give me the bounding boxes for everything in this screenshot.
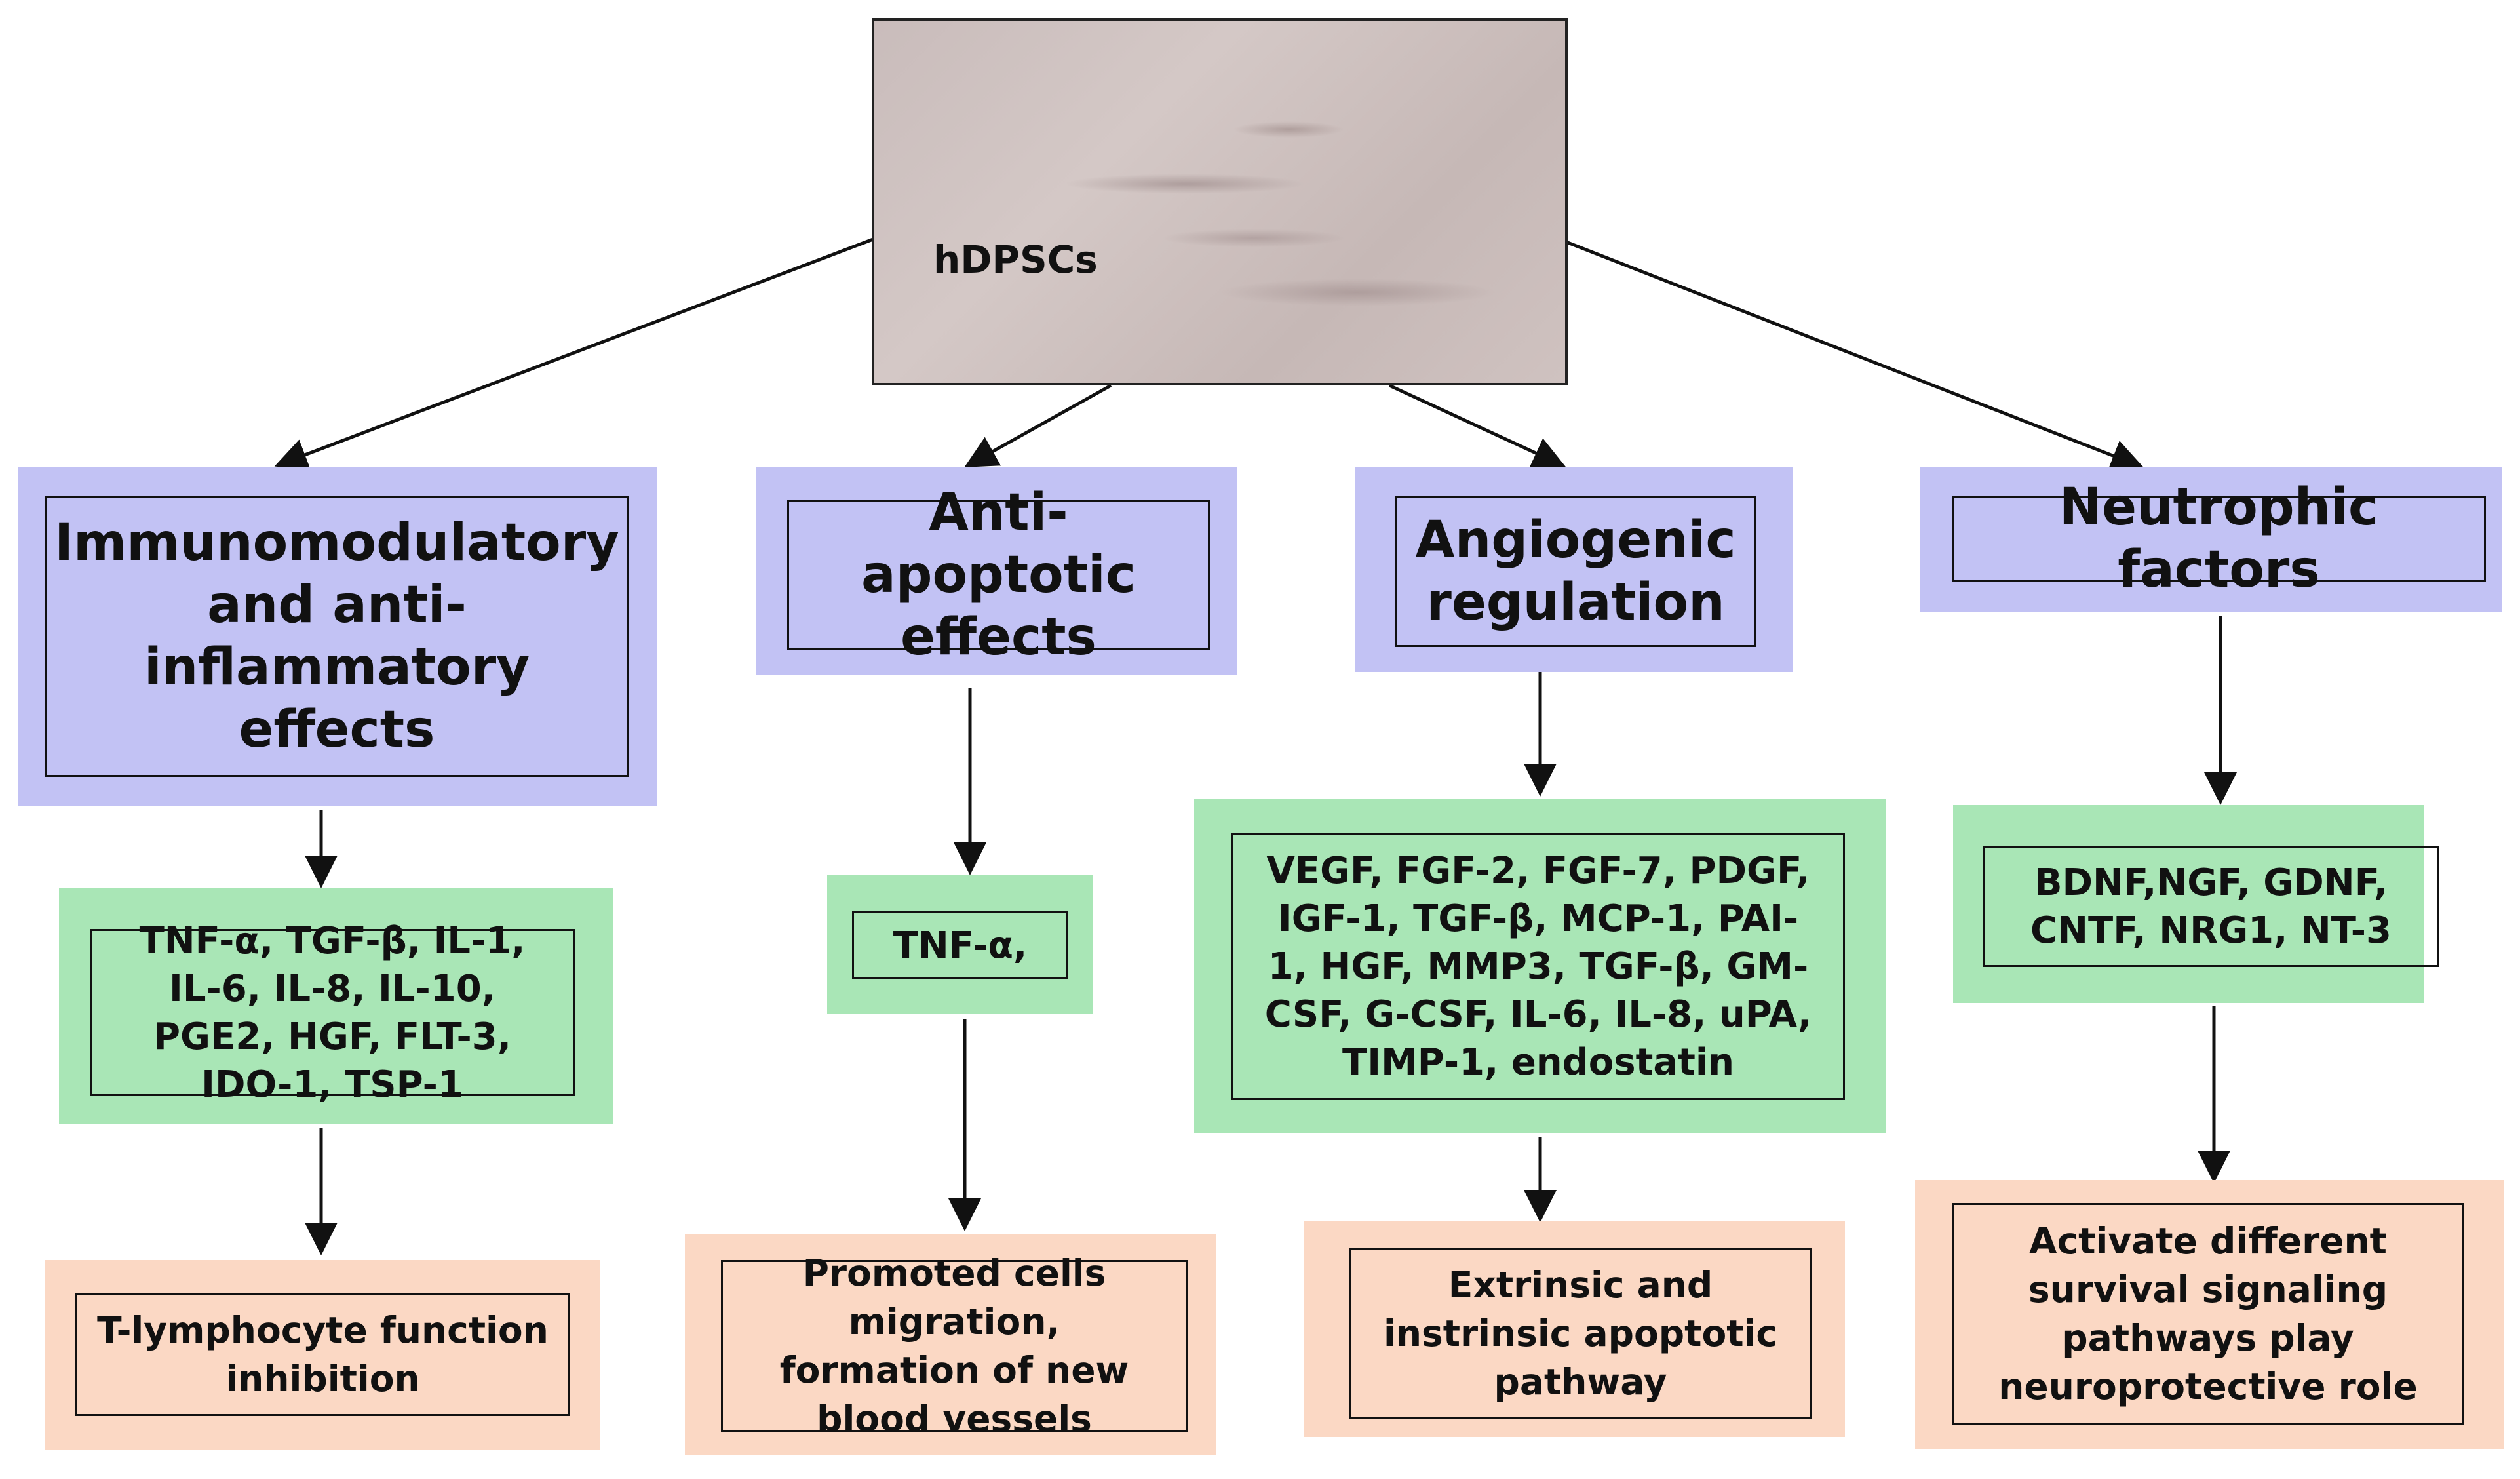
anti-apoptotic-factors: TNF-α, [852,911,1068,979]
immunomodulatory-outcome: T-lymphocyte function inhibition [75,1293,570,1416]
angiogenic-heading-box: Angiogenic regulation [1355,467,1793,672]
immunomodulatory-heading-box: Immunomodulatory and anti-inflammatory e… [18,467,657,806]
arrow-source-to-neutrophic [1567,241,2144,471]
angiogenic-heading: Angiogenic regulation [1395,496,1756,647]
anti-apoptotic-outcome: Promoted cells migration, formation of n… [721,1252,1188,1440]
immunomodulatory-heading: Immunomodulatory and anti-inflammatory e… [45,496,629,777]
arrow-source-to-immunomodulatory [274,237,874,471]
angiogenic-factors-box: VEGF, FGF-2, FGF-7, PDGF, IGF-1, TGF-β, … [1194,799,1886,1133]
arrow-source-to-angiogenic [1388,384,1566,468]
source-label: hDPSCs [933,237,1098,282]
anti-apoptotic-heading-box: Anti-apoptotic effects [756,467,1237,675]
neutrophic-outcome: Activate different survival signaling pa… [1952,1203,2464,1425]
hdpsc-micrograph: hDPSCs [872,18,1568,385]
neutrophic-factors-box: BDNF,NGF, GDNF, CNTF, NRG1, NT-3 [1953,805,2439,1003]
immunomodulatory-factors-box: TNF-α, TGF-β, IL-1, IL-6, IL-8, IL-10, P… [59,888,613,1124]
angiogenic-outcome: Extrinsic and instrinsic apoptotic pathw… [1349,1248,1812,1419]
angiogenic-outcome-box: Extrinsic and instrinsic apoptotic pathw… [1304,1221,1845,1437]
neutrophic-heading: Neutrophic factors [1952,478,2486,599]
neutrophic-factors: BDNF,NGF, GDNF, CNTF, NRG1, NT-3 [1983,846,2439,967]
anti-apoptotic-factors-box: TNF-α, [827,875,1093,1014]
immunomodulatory-outcome-box: T-lymphocyte function inhibition [45,1260,600,1450]
neutrophic-heading-box: Neutrophic factors [1920,467,2502,612]
arrow-source-to-anti-apoptotic [964,384,1112,467]
angiogenic-factors: VEGF, FGF-2, FGF-7, PDGF, IGF-1, TGF-β, … [1231,833,1845,1100]
neutrophic-outcome-box: Activate different survival signaling pa… [1915,1180,2504,1449]
immunomodulatory-factors: TNF-α, TGF-β, IL-1, IL-6, IL-8, IL-10, P… [90,920,575,1106]
anti-apoptotic-outcome-box: Promoted cells migration, formation of n… [685,1234,1216,1455]
anti-apoptotic-heading: Anti-apoptotic effects [787,483,1210,667]
